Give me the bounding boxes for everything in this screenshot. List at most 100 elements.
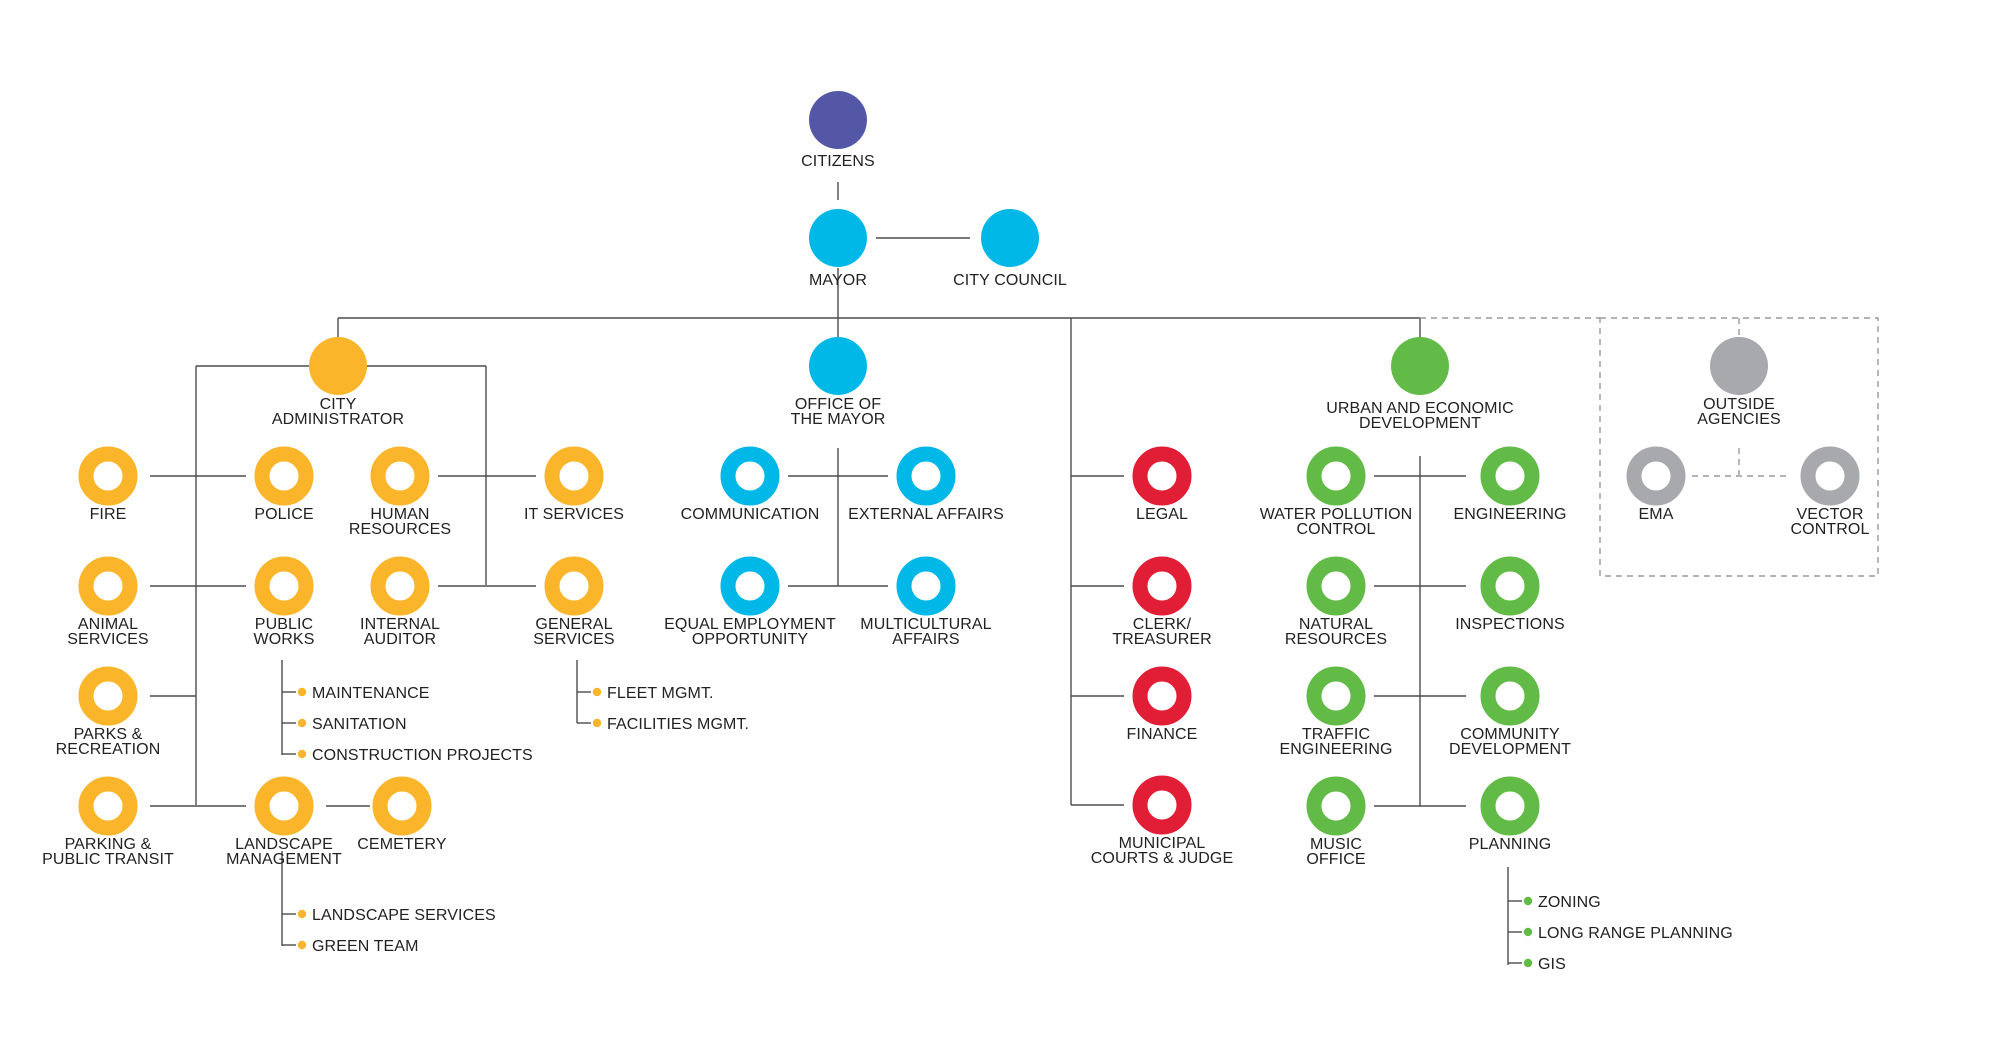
node-label: COMMUNICATION — [681, 506, 820, 523]
node-citizens: CITIZENS — [801, 91, 875, 170]
node-finance: FINANCE — [1127, 666, 1197, 743]
node-label: CITY COUNCIL — [953, 272, 1067, 289]
ring-icon — [1306, 776, 1366, 836]
node-label: PLANNING — [1469, 836, 1552, 853]
bullet-icon — [297, 687, 307, 697]
node-clerk-treasurer: CLERK/TREASURER — [1112, 556, 1212, 648]
ring-icon — [1480, 776, 1540, 836]
node-label: TREASURER — [1112, 631, 1212, 648]
sub-item-label: SANITATION — [312, 716, 407, 733]
bullet-icon — [297, 718, 307, 728]
sub-item: ZONING — [1523, 894, 1601, 911]
sub-item: LANDSCAPE SERVICES — [297, 907, 496, 924]
node-parks-recreation: PARKS &RECREATION — [56, 666, 160, 758]
node-label: INSPECTIONS — [1455, 616, 1565, 633]
node-engineering: ENGINEERING — [1453, 446, 1566, 523]
node-label: INTERNAL — [360, 616, 440, 633]
node-label: CEMETERY — [357, 836, 447, 853]
ring-icon — [1306, 556, 1366, 616]
node-label: CLERK/ — [1133, 616, 1192, 633]
node-label: AGENCIES — [1697, 411, 1781, 428]
circle-icon — [809, 337, 867, 395]
sub-list-general-services: FLEET MGMT. FACILITIES MGMT. — [592, 685, 749, 733]
node-label: MUNICIPAL — [1119, 835, 1206, 852]
node-label: HUMAN — [370, 506, 429, 523]
node-label: NATURAL — [1299, 616, 1373, 633]
ring-icon — [544, 556, 604, 616]
node-label: EMA — [1639, 506, 1674, 523]
circle-icon — [1391, 337, 1449, 395]
sub-item: FACILITIES MGMT. — [592, 716, 749, 733]
node-label: MAYOR — [809, 272, 867, 289]
node-label: PUBLIC — [255, 616, 313, 633]
node-label: MUSIC — [1310, 836, 1362, 853]
sub-item-label: FLEET MGMT. — [607, 685, 714, 702]
ring-icon — [1480, 556, 1540, 616]
node-label: MANAGEMENT — [226, 851, 342, 868]
ring-icon — [720, 556, 780, 616]
outside-agencies-box — [1599, 317, 1879, 577]
ring-icon — [1306, 446, 1366, 506]
ring-icon — [370, 556, 430, 616]
node-label: CITIZENS — [801, 153, 875, 170]
bullet-icon — [1523, 927, 1533, 937]
node-label: MULTICULTURAL — [860, 616, 991, 633]
circle-icon — [1710, 337, 1768, 395]
node-label: PARKING & — [65, 836, 152, 853]
node-label: AUDITOR — [364, 631, 436, 648]
node-label: AFFAIRS — [892, 631, 959, 648]
ring-icon — [78, 446, 138, 506]
node-label: FIRE — [90, 506, 127, 523]
ring-icon — [254, 556, 314, 616]
node-mayor: MAYOR — [809, 209, 867, 289]
circle-icon — [809, 91, 867, 149]
node-label: GENERAL — [535, 616, 612, 633]
bullet-icon — [297, 909, 307, 919]
sub-item-label: GIS — [1538, 956, 1566, 973]
node-fire: FIRE — [78, 446, 138, 523]
node-label: PUBLIC TRANSIT — [42, 851, 174, 868]
node-label: WATER POLLUTION — [1260, 506, 1413, 523]
bullet-icon — [592, 718, 602, 728]
node-planning: PLANNING — [1469, 776, 1552, 853]
node-label: RESOURCES — [1285, 631, 1387, 648]
ring-icon — [254, 446, 314, 506]
sub-item-label: LANDSCAPE SERVICES — [312, 907, 496, 924]
node-label: LANDSCAPE — [235, 836, 333, 853]
sub-item: MAINTENANCE — [297, 685, 429, 702]
node-label: OFFICE — [1306, 851, 1365, 868]
bullet-icon — [297, 749, 307, 759]
ring-icon — [78, 776, 138, 836]
node-label: ANIMAL — [78, 616, 138, 633]
bullet-icon — [297, 940, 307, 950]
ring-icon — [1626, 446, 1686, 506]
node-label: COMMUNITY — [1460, 726, 1560, 743]
node-label: DEVELOPMENT — [1449, 741, 1571, 758]
bullet-icon — [592, 687, 602, 697]
node-label: OPPORTUNITY — [692, 631, 809, 648]
node-label: TRAFFIC — [1302, 726, 1370, 743]
ring-icon — [78, 556, 138, 616]
ring-icon — [1800, 446, 1860, 506]
node-inspections: INSPECTIONS — [1455, 556, 1565, 633]
node-label: SERVICES — [67, 631, 148, 648]
node-label: DEVELOPMENT — [1359, 415, 1481, 432]
node-label: POLICE — [254, 506, 313, 523]
sub-item-label: FACILITIES MGMT. — [607, 716, 749, 733]
ring-icon — [78, 666, 138, 726]
circle-icon — [981, 209, 1039, 267]
node-label: THE MAYOR — [791, 411, 886, 428]
node-label: EQUAL EMPLOYMENT — [664, 616, 836, 633]
node-ema: EMA — [1626, 446, 1686, 523]
ring-icon — [1132, 775, 1192, 835]
node-it-services: IT SERVICES — [524, 446, 624, 523]
node-label: CONTROL — [1297, 521, 1376, 538]
